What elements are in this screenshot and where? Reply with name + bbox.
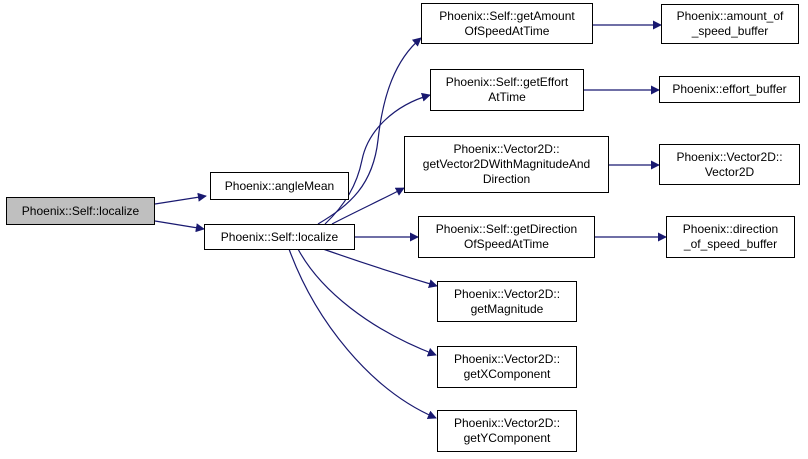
- edge-localize-to-getamount: [317, 37, 422, 225]
- node-label-line-2: AtTime: [488, 90, 526, 104]
- node-label-line-1: Phoenix::Self::getAmount: [439, 8, 575, 23]
- edge-localize-to-getvector: [331, 187, 405, 225]
- node-getvector2dwithmagnitudeanddirection[interactable]: Phoenix::Vector2D:: getVector2DWithMagni…: [404, 136, 609, 193]
- edge-caller-to-localize: [154, 220, 205, 233]
- node-label: Phoenix::angleMean: [224, 178, 335, 193]
- node-vector2d-constructor[interactable]: Phoenix::Vector2D:: Vector2D: [659, 144, 800, 185]
- node-label-line-2: getVector2DWithMagnitudeAnd: [422, 157, 591, 171]
- node-label-line-1: Phoenix::direction: [682, 222, 779, 236]
- edge-caller-to-anglemean: [154, 192, 207, 205]
- node-label-line-1: Phoenix::Self::getEffort: [445, 75, 569, 89]
- node-label-line-1: Phoenix::Vector2D::: [676, 149, 783, 164]
- node-label-line-2: _speed_buffer: [691, 24, 769, 38]
- node-label-line-2: OfSpeedAtTime: [464, 237, 549, 251]
- node-amount-of-speed-buffer[interactable]: Phoenix::amount_of _speed_buffer: [661, 4, 799, 44]
- node-direction-of-speed-buffer[interactable]: Phoenix::direction _of_speed_buffer: [666, 216, 795, 258]
- node-label: Phoenix::Self::localize: [220, 229, 339, 244]
- node-label-line-1: Phoenix::Vector2D::: [453, 286, 561, 301]
- edge-localize-to-gety: [288, 248, 437, 419]
- node-caller-self-localize: Phoenix::Self::localize: [6, 197, 155, 225]
- node-getamountofspeedattime[interactable]: Phoenix::Self::getAmount OfSpeedAtTime: [421, 3, 593, 44]
- node-label-line-3: Direction: [482, 172, 531, 186]
- node-label-line-2: OfSpeedAtTime: [464, 23, 550, 38]
- node-label-line-1: Phoenix::Vector2D::: [453, 352, 561, 366]
- edge-localize-to-getmagnitude: [322, 248, 438, 289]
- edge-localize-to-geteffort: [324, 92, 431, 225]
- node-label-line-2: getYComponent: [463, 431, 551, 445]
- node-label-line-2: getXComponent: [463, 367, 551, 381]
- node-label-line-2: getMagnitude: [470, 301, 544, 316]
- node-label: Phoenix::effort_buffer: [672, 82, 787, 96]
- node-geteffortattime[interactable]: Phoenix::Self::getEffort AtTime: [430, 69, 584, 111]
- node-label-line-2: Vector2D: [704, 164, 755, 179]
- node-effort-buffer[interactable]: Phoenix::effort_buffer: [659, 76, 800, 103]
- node-self-localize[interactable]: Phoenix::Self::localize: [204, 224, 355, 250]
- node-getxcomponent[interactable]: Phoenix::Vector2D:: getXComponent: [437, 346, 577, 388]
- node-getmagnitude[interactable]: Phoenix::Vector2D:: getMagnitude: [437, 281, 577, 322]
- node-getycomponent[interactable]: Phoenix::Vector2D:: getYComponent: [437, 410, 577, 452]
- edge-localize-to-getx: [297, 248, 437, 357]
- node-getdirectionofspeedattime[interactable]: Phoenix::Self::getDirection OfSpeedAtTim…: [418, 216, 595, 258]
- node-label-line-2: _of_speed_buffer: [683, 237, 778, 251]
- node-label-line-1: Phoenix::Self::getDirection: [435, 222, 578, 236]
- node-label-line-1: Phoenix::Vector2D::: [453, 142, 560, 156]
- node-label: Phoenix::Self::localize: [21, 203, 140, 218]
- node-anglemean[interactable]: Phoenix::angleMean: [210, 172, 349, 200]
- node-label-line-1: Phoenix::Vector2D::: [453, 416, 561, 430]
- node-label-line-1: Phoenix::amount_of: [676, 9, 784, 23]
